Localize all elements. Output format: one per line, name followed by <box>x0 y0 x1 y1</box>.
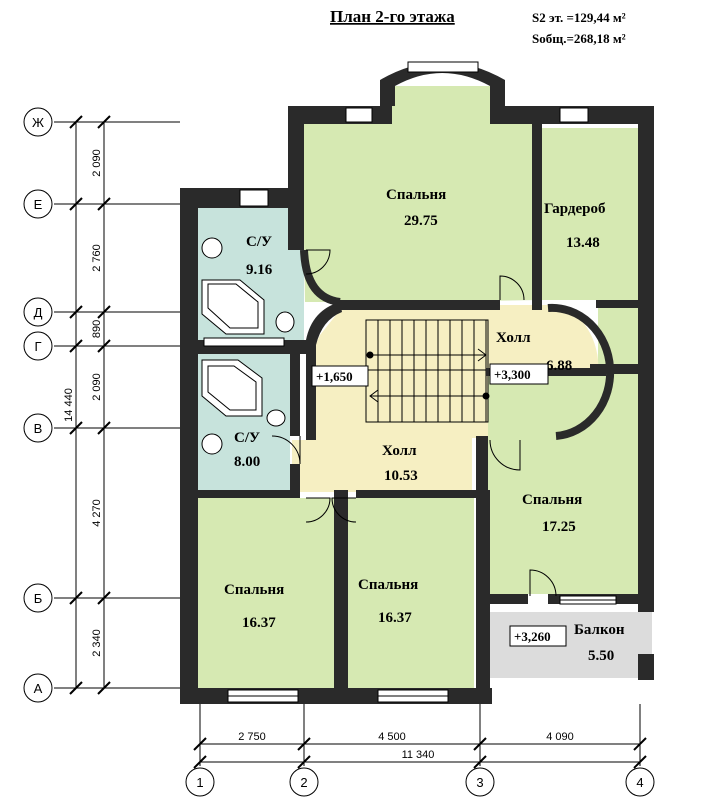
floor-area-label: S2 эт. =129,44 м² <box>532 10 626 25</box>
bedroom-curved-wall <box>300 249 341 306</box>
hall-center-label: Холл <box>382 443 417 459</box>
axis-marker-col <box>465 767 495 797</box>
hall-center-area: 10.53 <box>384 468 418 484</box>
axis-marker-row <box>23 107 53 137</box>
hall-right-area: 6.88 <box>546 358 572 374</box>
hall-curved-wall <box>306 302 342 440</box>
axis-label-row: Е <box>34 197 43 212</box>
level-right: +3,300 <box>494 367 531 382</box>
bath-bottom-label: С/У <box>234 430 260 446</box>
bedroom-right-label: Спальня <box>522 492 582 508</box>
bedroom-top-fill <box>302 86 540 302</box>
staircase <box>365 319 490 423</box>
axis-label-row: Д <box>34 305 43 320</box>
dim-vertical-label: 2 340 <box>91 629 103 657</box>
total-area-label: Sобщ.=268,18 м² <box>532 31 626 46</box>
axis-marker-col <box>289 767 319 797</box>
axis-marker-row <box>23 189 53 219</box>
doors <box>271 249 557 597</box>
axis-label-col: 3 <box>476 775 483 790</box>
bedroom-bm-fill <box>340 498 474 688</box>
axis-label-row: А <box>34 681 43 696</box>
axis-label-row: В <box>34 421 43 436</box>
bathroom-fixtures <box>201 237 295 455</box>
dim-vertical-label: 2 090 <box>91 149 103 177</box>
axis-label-row: Б <box>34 591 43 606</box>
bath-top-label: С/У <box>246 234 272 250</box>
dim-horizontal-label: 4 090 <box>546 731 574 743</box>
wardrobe-area: 13.48 <box>566 235 600 251</box>
dim-vertical-label: 4 270 <box>91 499 103 527</box>
hall-center-fill <box>292 310 490 492</box>
bedroom-top-area: 29.75 <box>404 213 438 229</box>
bedroom-right-area: 17.25 <box>542 519 576 535</box>
axis-marker-row <box>23 297 53 327</box>
dimension-lines: 2 090 2 760 890 2 090 4 270 2 340 14 440 2 750 4… <box>54 115 647 769</box>
level-marks: +1,650 +3,300 +3,260 <box>311 363 567 647</box>
axis-marker-row <box>23 583 53 613</box>
bedroom-bm-area: 16.37 <box>378 610 412 626</box>
wardrobe-label: Гардероб <box>544 201 605 217</box>
axis-marker-col <box>185 767 215 797</box>
bedroom-top-label: Спальня <box>386 187 446 203</box>
dim-vertical-label: 2 090 <box>91 373 103 401</box>
bedroom-bl-label: Спальня <box>224 582 284 598</box>
hall-right-curved-wall <box>547 303 615 440</box>
hall-right-label: Холл <box>496 330 531 346</box>
axis-marker-row <box>23 673 53 703</box>
dim-horizontal-label: 2 750 <box>238 731 266 743</box>
dim-vertical-label: 890 <box>91 320 103 338</box>
axis-marker-col <box>625 767 655 797</box>
room-fills <box>198 86 652 688</box>
bedroom-right-fill <box>488 372 640 594</box>
grid-axes: Ж Е Д Г В Б А 1 2 3 4 <box>23 107 655 797</box>
balcony-area: 5.50 <box>588 648 614 664</box>
bedroom-bl-area: 16.37 <box>242 615 276 631</box>
axis-marker-row <box>23 331 53 361</box>
wardrobe-lower-fill <box>598 300 638 370</box>
axis-label-row: Г <box>34 339 41 354</box>
windows <box>227 61 617 703</box>
level-balcony: +3,260 <box>514 629 551 644</box>
bath-bottom-area: 8.00 <box>234 454 260 470</box>
plan-title: План 2-го этажа <box>330 7 455 26</box>
dim-total-vertical: 14 440 <box>63 388 75 422</box>
level-left: +1,650 <box>316 369 353 384</box>
dim-horizontal-label: 4 500 <box>378 731 406 743</box>
axis-label-col: 4 <box>636 775 643 790</box>
axis-label-row: Ж <box>32 115 44 130</box>
axis-marker-row <box>23 413 53 443</box>
wardrobe-fill <box>540 128 638 300</box>
room-labels: Спальня 29.75 Гардероб 13.48 С/У 9.16 Хо… <box>224 187 625 664</box>
axis-label-col: 1 <box>196 775 203 790</box>
bedroom-bm-label: Спальня <box>358 577 418 593</box>
balcony-label: Балкон <box>574 622 625 638</box>
bath-top-area: 9.16 <box>246 262 273 278</box>
dim-total-horizontal: 11 340 <box>402 749 435 761</box>
axis-label-col: 2 <box>300 775 307 790</box>
bedroom-bl-fill <box>198 498 334 688</box>
dim-vertical-label: 2 760 <box>91 244 103 272</box>
